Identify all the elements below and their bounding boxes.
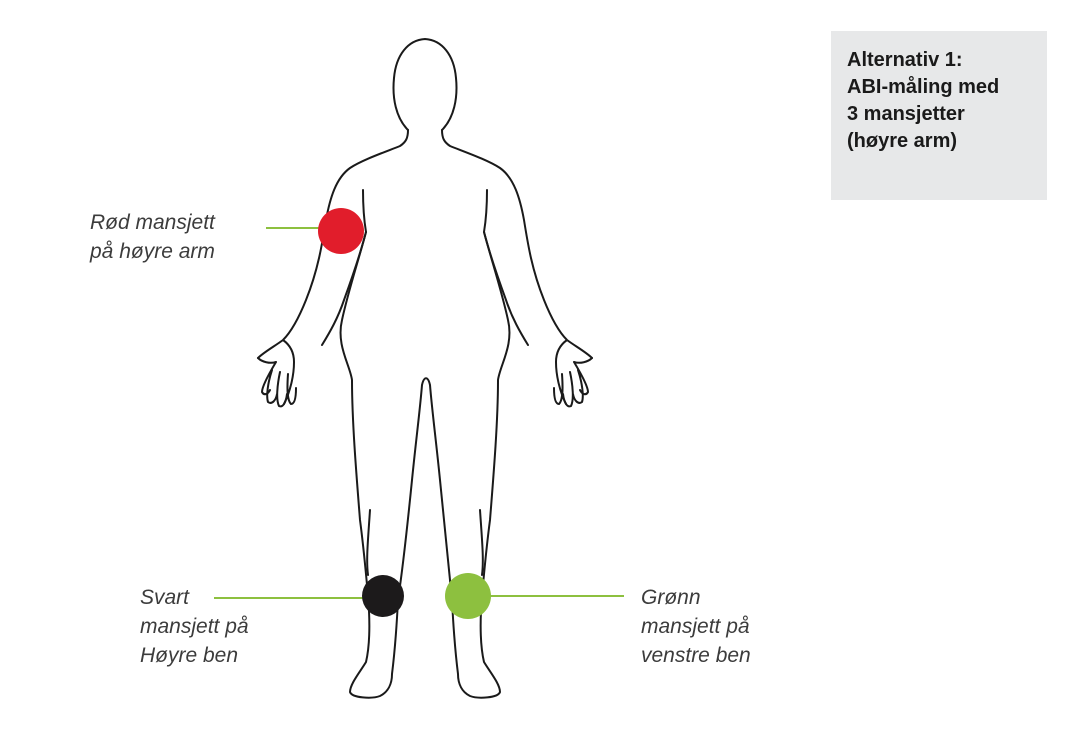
label-line: på høyre arm <box>90 240 215 263</box>
leg-inner-outline <box>366 509 484 576</box>
arm-inner-outline <box>321 231 529 346</box>
info-box-line: (høyre arm) <box>847 130 958 152</box>
label-line: mansjett på <box>140 615 249 638</box>
red-cuff-marker <box>318 208 364 254</box>
left-leg-cuff-label: Grønn mansjett på venstre ben <box>641 583 751 670</box>
info-box: Alternativ 1: ABI-måling med 3 mansjette… <box>831 31 1047 200</box>
label-line: mansjett på <box>641 615 750 638</box>
black-cuff-marker <box>362 575 404 617</box>
right-leg-cuff-label: Svart mansjett på Høyre ben <box>140 583 249 670</box>
label-line: Høyre ben <box>140 644 239 667</box>
torso-outline <box>339 189 511 699</box>
info-box-line: ABI-måling med <box>847 76 1000 98</box>
head-outline <box>392 38 458 131</box>
label-line: Rød mansjett <box>90 211 215 234</box>
info-box-line: Alternativ 1: <box>847 49 963 71</box>
arm-cuff-label: Rød mansjett på høyre arm <box>90 208 215 266</box>
label-line: Svart <box>140 586 190 609</box>
right-hand-outline <box>257 357 297 408</box>
left-hand-outline <box>553 357 593 408</box>
label-line: Grønn <box>641 586 701 609</box>
green-cuff-marker <box>445 573 491 619</box>
label-line: venstre ben <box>641 644 751 667</box>
info-box-line: 3 mansjetter <box>847 103 965 125</box>
body-outline <box>257 129 593 405</box>
